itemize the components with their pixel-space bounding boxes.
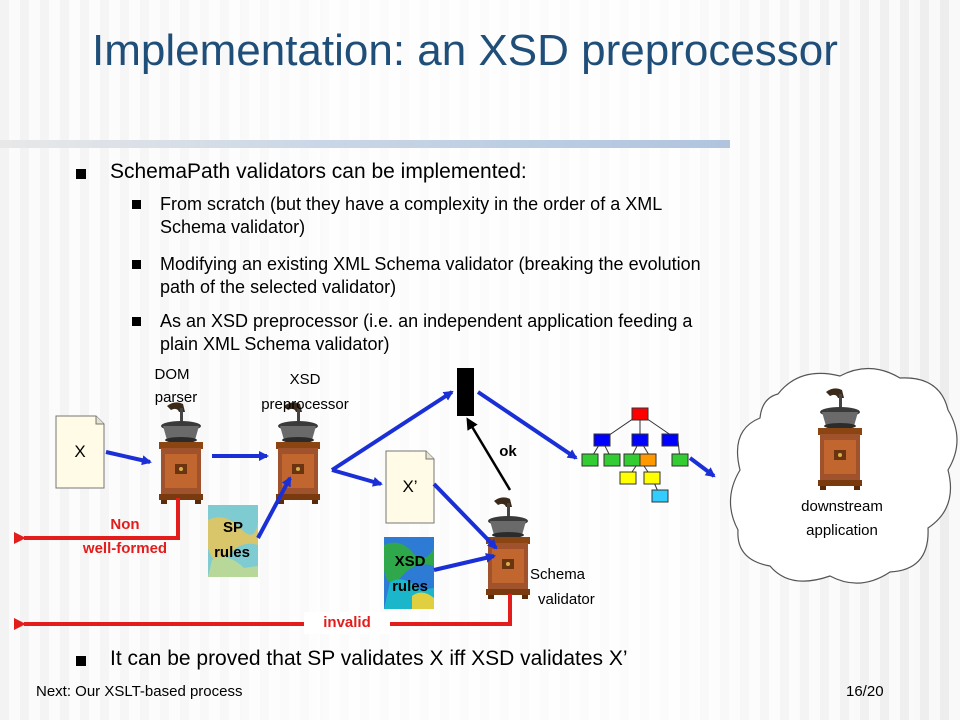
schema-validator-grinder-icon xyxy=(486,497,530,599)
sp-rules-label-1: SP xyxy=(222,519,243,536)
page-number: 16/20 xyxy=(846,683,884,700)
xsd-preprocessor-label-2: preprocessor xyxy=(261,396,349,413)
flow-arrows xyxy=(105,390,716,572)
xsd-rules-label-2: rules xyxy=(392,578,428,595)
ok-label: ok xyxy=(499,443,517,460)
title-underline-bar xyxy=(0,140,730,148)
bullet-marker xyxy=(76,169,86,179)
doc-x-label: X xyxy=(74,442,86,461)
dom-parser-label-1: DOM xyxy=(154,366,190,383)
schema-validator-label-2: validator xyxy=(538,591,595,608)
xsd-preprocessor-label-1: XSD xyxy=(289,371,321,388)
xsd-rules-icon xyxy=(384,537,434,609)
bullet-main: SchemaPath validators can be implemented… xyxy=(110,160,527,183)
non-wellformed-label-1: Non xyxy=(110,516,140,533)
sub-bullet-marker xyxy=(132,200,141,209)
dom-parser-label-2: parser xyxy=(154,389,198,406)
sub-bullet-1-line-2: Schema validator) xyxy=(160,217,306,237)
slide-title: Implementation: an XSD preprocessor xyxy=(92,26,838,75)
ok-arrow xyxy=(466,417,512,491)
schema-validator-label-1: Schema xyxy=(530,566,586,583)
doc-x-prime-label: X’ xyxy=(402,477,418,496)
sub-bullet-3-line-1: As an XSD preprocessor (i.e. an independ… xyxy=(160,311,693,331)
sp-rules-label-2: rules xyxy=(214,544,250,561)
sub-bullet-2-line-1: Modifying an existing XML Schema validat… xyxy=(160,254,701,274)
error-arrows xyxy=(13,498,512,630)
sub-bullet-marker xyxy=(132,317,141,326)
sub-bullet-2-line-2: path of the selected validator) xyxy=(160,277,397,297)
bullet-conclusion: It can be proved that SP validates X iff… xyxy=(110,647,628,670)
downstream-label-2: application xyxy=(806,522,878,539)
xsd-rules-label-1: XSD xyxy=(394,553,426,570)
sub-bullet-3-line-2: plain XML Schema validator) xyxy=(160,334,390,354)
bullet-marker xyxy=(76,656,86,666)
non-wellformed-label-2: well-formed xyxy=(82,540,168,557)
downstream-label-1: downstream xyxy=(801,498,883,515)
sub-bullet-marker xyxy=(132,260,141,269)
valid-output-bar xyxy=(457,368,474,416)
validated-tree-icon xyxy=(581,407,689,503)
dom-parser-grinder-icon xyxy=(159,402,203,504)
invalid-label: invalid xyxy=(304,612,390,634)
footer-next-link[interactable]: Next: Our XSLT-based process xyxy=(36,683,243,700)
sub-bullet-1-line-1: From scratch (but they have a complexity… xyxy=(160,194,663,214)
sp-rules-icon xyxy=(208,505,258,577)
